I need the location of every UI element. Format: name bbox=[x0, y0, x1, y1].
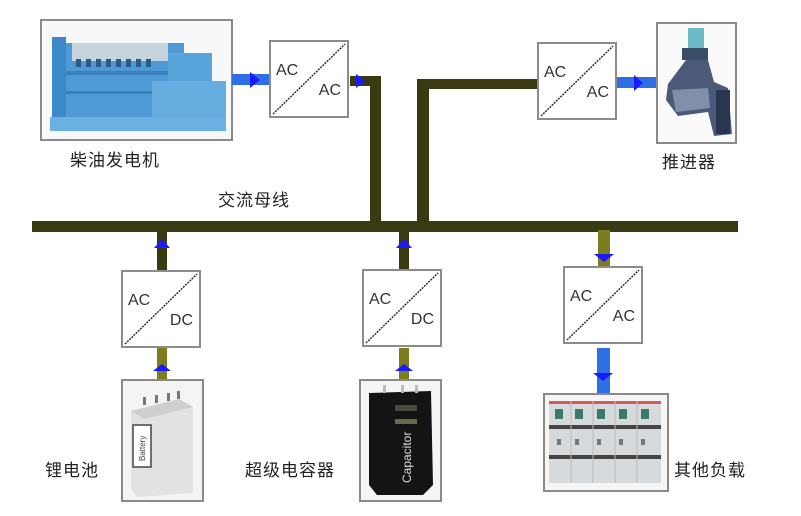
thruster-label: 推进器 bbox=[662, 153, 716, 173]
load-down-arrow-icon-upper bbox=[594, 254, 614, 262]
supercap-label: 超级电容器 bbox=[245, 461, 335, 481]
bus-branch-generator-h bbox=[350, 76, 381, 86]
battery-device-text: Battery bbox=[138, 436, 147, 461]
ac-bus bbox=[32, 221, 738, 232]
switchgear-cabinet-icon bbox=[545, 395, 667, 490]
generator-ac-ac-converter: AC AC bbox=[269, 40, 349, 118]
bus-branch-thruster-h bbox=[417, 79, 539, 89]
converter-diagonal-icon bbox=[365, 272, 439, 344]
converter-output-label: DC bbox=[410, 311, 434, 328]
converter-output-label: AC bbox=[586, 84, 609, 101]
converter-diagonal-icon bbox=[566, 269, 640, 341]
converter-diagonal-icon bbox=[124, 273, 198, 345]
generator-flow-arrow-icon bbox=[250, 72, 260, 88]
converter-input-label: AC bbox=[369, 291, 392, 308]
thruster-ac-ac-converter: AC AC bbox=[537, 42, 617, 120]
supercap-ac-dc-converter: AC DC bbox=[362, 269, 442, 347]
ac-bus-label: 交流母线 bbox=[218, 191, 290, 211]
converter-input-label: AC bbox=[570, 288, 593, 305]
converter-input-label: AC bbox=[128, 292, 151, 309]
supercapacitor-icon: Capacitor bbox=[361, 381, 440, 500]
supercap-device-text: Capacitor bbox=[400, 432, 414, 483]
supercap-up-arrow-icon bbox=[396, 239, 412, 248]
converter-input-label: AC bbox=[276, 62, 299, 79]
battery-up-arrow-icon bbox=[154, 239, 170, 248]
lithium-battery-icon: Battery bbox=[123, 381, 202, 500]
supercap-branch-upper bbox=[399, 230, 409, 272]
diesel-generator-icon bbox=[42, 21, 231, 139]
thruster-icon bbox=[658, 24, 735, 142]
supercap-down-arrow-icon bbox=[395, 364, 413, 371]
converter-output-label: DC bbox=[169, 312, 193, 329]
load-branch-lower bbox=[597, 348, 610, 394]
battery-branch-upper bbox=[157, 230, 167, 272]
battery-label: 锂电池 bbox=[45, 461, 99, 481]
supercap-image: Capacitor bbox=[359, 379, 442, 502]
load-branch-upper bbox=[598, 230, 610, 268]
bus-branch-thruster bbox=[417, 79, 429, 229]
converter-diagonal-icon bbox=[272, 43, 346, 115]
load-image bbox=[543, 393, 669, 492]
battery-image: Battery bbox=[121, 379, 204, 502]
load-label: 其他负载 bbox=[674, 461, 746, 481]
converter-input-label: AC bbox=[544, 64, 567, 81]
load-down-arrow-icon-lower bbox=[593, 373, 613, 381]
thruster-image bbox=[656, 22, 737, 144]
diesel-generator-image bbox=[40, 19, 233, 141]
load-ac-ac-converter: AC AC bbox=[563, 266, 643, 344]
converter-output-label: AC bbox=[612, 308, 635, 325]
converter-diagonal-icon bbox=[540, 45, 614, 117]
battery-down-arrow-icon bbox=[153, 364, 171, 371]
thruster-flow-arrow-icon bbox=[634, 75, 643, 91]
converter-output-label: AC bbox=[318, 82, 341, 99]
gen-conv-out-arrow-icon bbox=[356, 74, 365, 88]
battery-ac-dc-converter: AC DC bbox=[121, 270, 201, 348]
bus-branch-generator bbox=[370, 78, 381, 228]
generator-label: 柴油发电机 bbox=[70, 151, 160, 171]
